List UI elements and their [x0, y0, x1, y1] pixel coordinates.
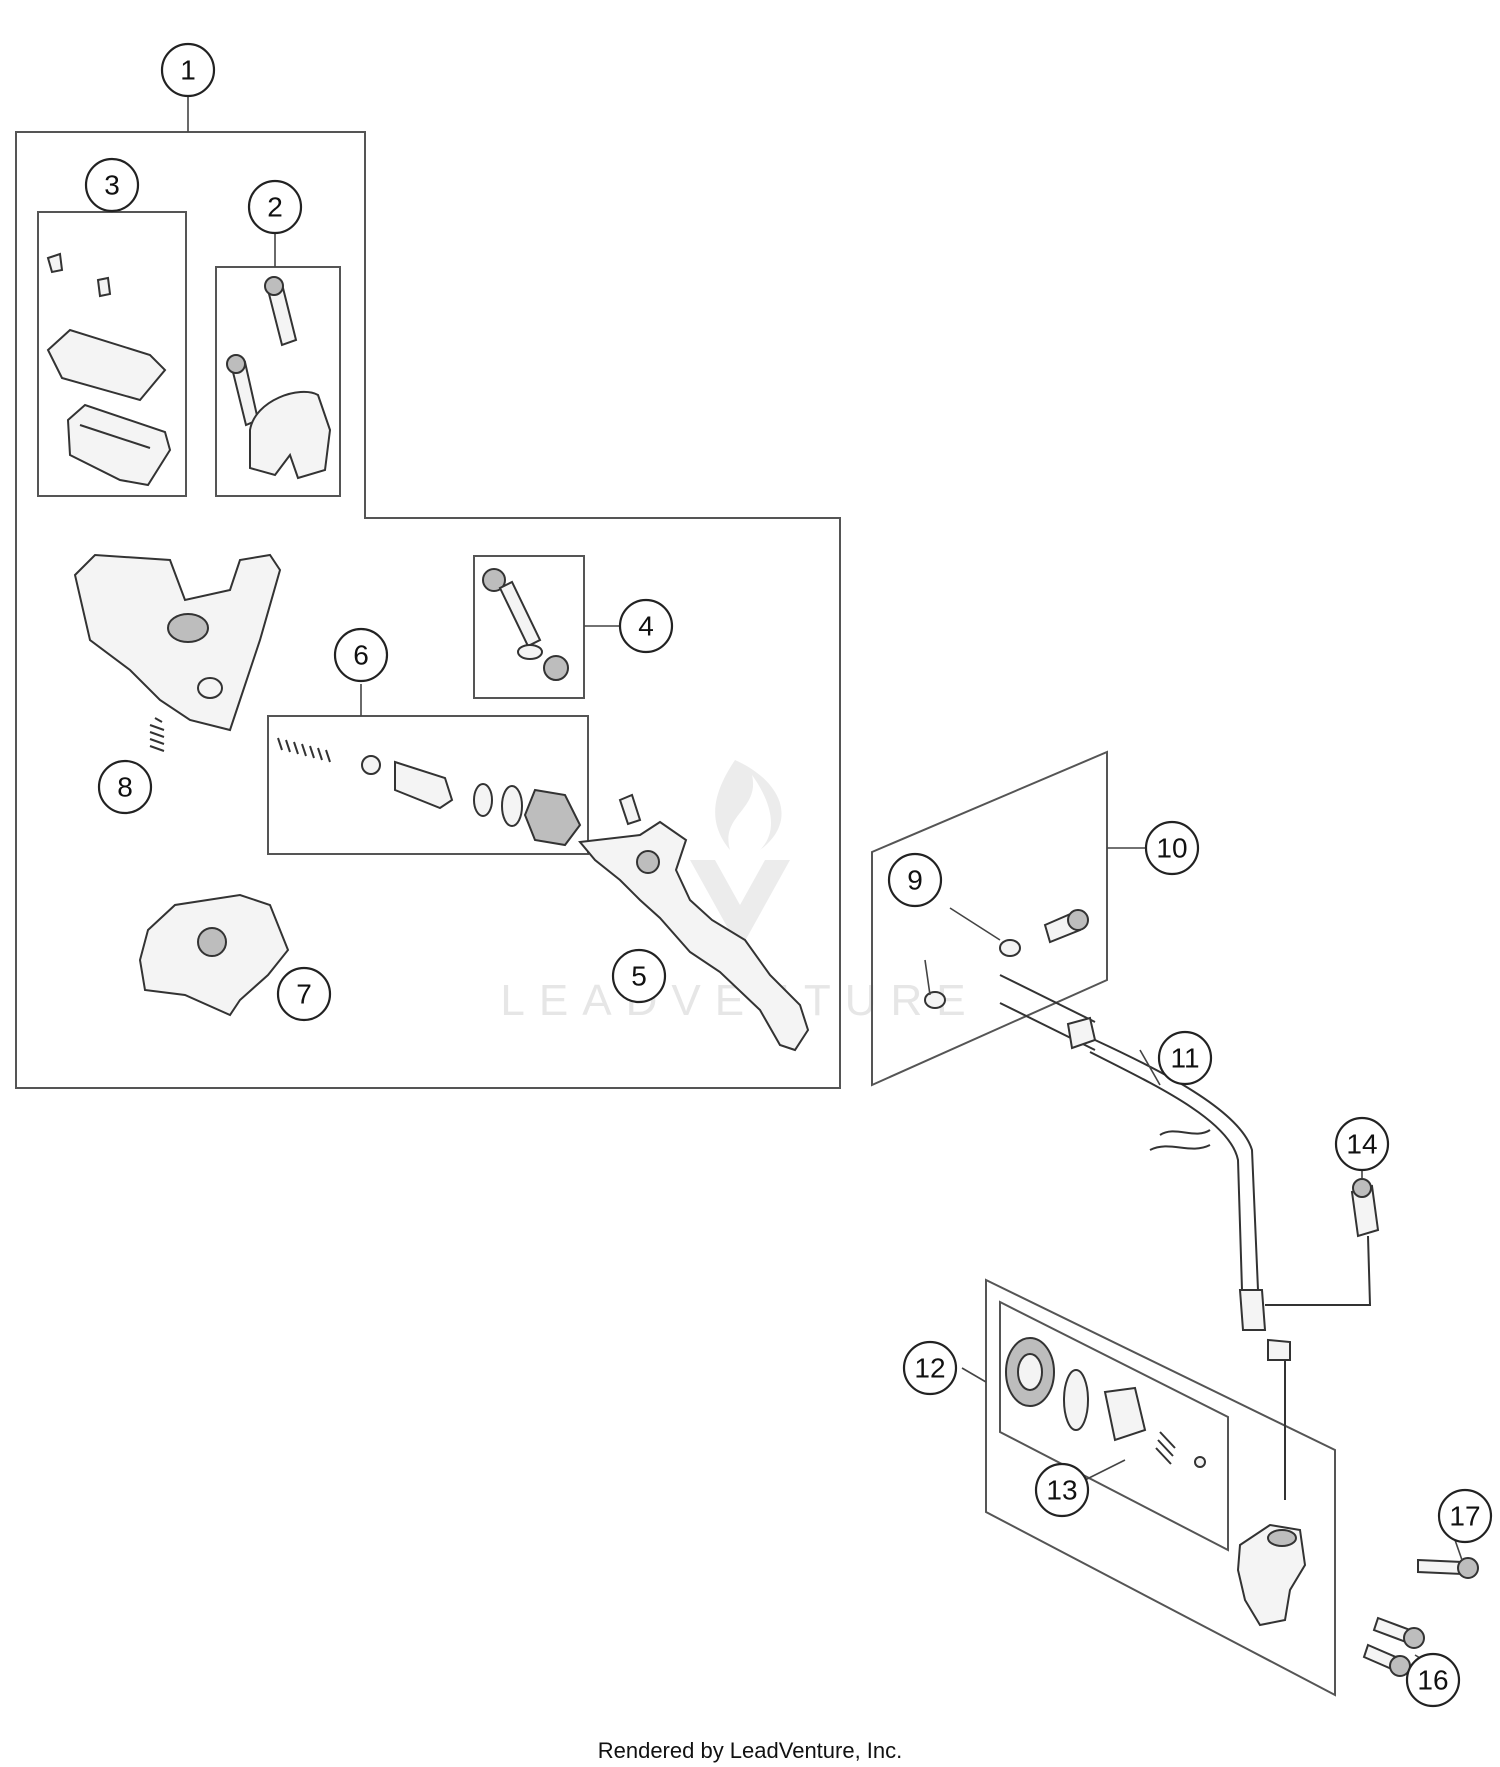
clutch-hose-part [1066, 1016, 1291, 1500]
callout-label: 17 [1449, 1501, 1480, 1532]
callout-7: 7 [276, 966, 332, 1022]
clamp-part [226, 276, 332, 480]
callout-label: 14 [1346, 1129, 1377, 1160]
callout-9: 9 [887, 852, 943, 908]
assembly-box-4 [473, 555, 620, 699]
assembly-box-6 [267, 684, 589, 855]
callout-1: 1 [160, 42, 216, 98]
callout-10: 10 [1144, 820, 1200, 876]
callout-8: 8 [97, 759, 153, 815]
assembly-box-13 [999, 1300, 1229, 1552]
leader-lines [1139, 1049, 1463, 1671]
footer-credit: Rendered by LeadVenture, Inc. [597, 1738, 903, 1763]
reservoir-cover-part [46, 252, 172, 487]
watermark: LEADVENTURE [500, 760, 966, 1025]
callout-6: 6 [333, 627, 389, 683]
callout-label: 10 [1156, 833, 1187, 864]
pressure-switch-part [1265, 1178, 1380, 1306]
callout-label: 4 [638, 611, 654, 642]
callout-label: 12 [914, 1353, 945, 1384]
callout-11: 11 [1157, 1030, 1213, 1086]
pivot-bolt-part [482, 568, 569, 681]
callout-label: 3 [104, 170, 120, 201]
callout-label: 8 [117, 772, 133, 803]
piston-kit-part [277, 737, 582, 847]
master-cylinder-body [73, 553, 282, 732]
spring-part [149, 717, 165, 752]
slave-piston-kit-part [1005, 1337, 1206, 1468]
callout-3: 3 [84, 157, 140, 213]
callout-label: 7 [296, 979, 312, 1010]
bolts-part [1362, 1557, 1479, 1677]
callout-14: 14 [1334, 1116, 1390, 1172]
lever-part [578, 793, 810, 1052]
assembly-box-2 [215, 233, 341, 497]
callout-label: 9 [907, 865, 923, 896]
callout-label: 2 [267, 192, 283, 223]
callout-13: 13 [1034, 1462, 1090, 1518]
callout-label: 6 [353, 640, 369, 671]
callout-label: 13 [1046, 1475, 1077, 1506]
slave-cylinder-part [1236, 1523, 1307, 1627]
callout-label: 1 [180, 55, 196, 86]
callout-label: 16 [1417, 1665, 1448, 1696]
callout-5: 5 [611, 948, 667, 1004]
assembly-box-12 [961, 1278, 1336, 1697]
callout-label: 11 [1170, 1043, 1199, 1074]
callout-4: 4 [618, 598, 674, 654]
callout-2: 2 [247, 179, 303, 235]
callout-12: 12 [902, 1340, 958, 1396]
callout-16: 16 [1405, 1652, 1461, 1708]
callout-17: 17 [1437, 1488, 1493, 1544]
callout-label: 5 [631, 961, 647, 992]
assembly-box-10 [871, 750, 1147, 1087]
protective-cover-part [138, 893, 290, 1017]
